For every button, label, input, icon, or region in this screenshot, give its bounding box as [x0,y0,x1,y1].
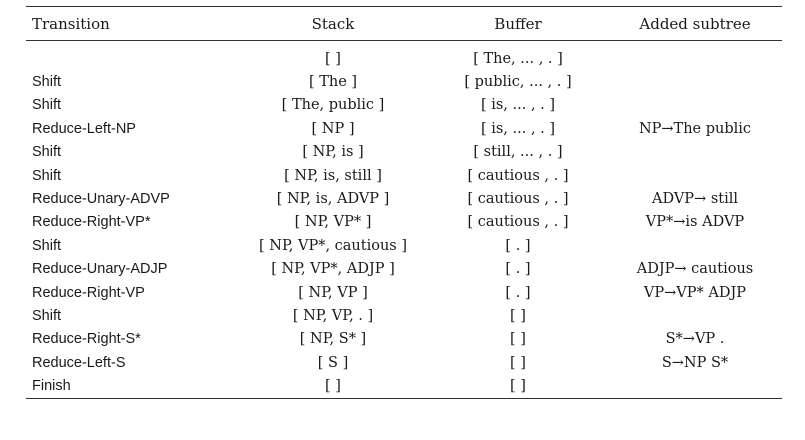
cell-stack: [ NP, is, still ] [284,167,382,184]
cell-buffer: [ still, ... , . ] [473,144,563,161]
cell-buffer: [ The, ... , . ] [473,50,563,67]
table-row: Shift [ The, public ] [ is, ... , . ] [26,94,782,117]
cell-stack: [ NP, is ] [302,144,364,161]
table-row: Reduce-Left-S [ S ] [ ] S→NP S* [26,351,782,374]
cell-added-subtree [608,234,782,257]
cell-transition: Shift [32,307,62,324]
cell-stack: [ NP, is, ADVP ] [276,191,390,208]
cell-stack: [ NP, VP* ] [294,214,372,231]
cell-added-subtree [608,374,782,399]
cell-added-subtree [608,70,782,93]
cell-buffer: [ is, ... , . ] [480,120,556,137]
cell-added-subtree: S→NP S* [661,354,729,371]
cell-stack: [ The ] [308,74,358,91]
cell-added-subtree [608,94,782,117]
header-buffer: Buffer [494,14,542,33]
cell-buffer: [ ] [510,307,526,324]
cell-transition: Reduce-Right-S* [32,331,141,348]
table-row: Shift [ NP, VP*, cautious ] [ . ] [26,234,782,257]
cell-transition: Finish [26,374,238,399]
table-row: Reduce-Unary-ADVP [ NP, is, ADVP ] [ cauti… [26,187,782,210]
header-added-subtree: Added subtree [639,14,751,33]
cell-added-subtree: ADJP→ cautious [636,261,754,278]
cell-transition [26,47,238,70]
cell-transition: Reduce-Unary-ADVP [32,191,170,208]
cell-buffer: [ cautious , . ] [467,191,569,208]
cell-buffer: [ . ] [505,284,531,301]
cell-buffer: [ ] [510,331,526,348]
cell-buffer: [ . ] [505,237,531,254]
cell-transition: Reduce-Left-NP [32,120,136,137]
cell-stack: [ NP, S* ] [299,331,367,348]
table-row: Reduce-Right-VP [ NP, VP ] [ . ] VP→VP* ADJ… [26,281,782,304]
cell-buffer: [ public, ... , . ] [464,74,572,91]
cell-buffer: [ cautious , . ] [467,214,569,231]
cell-transition: Reduce-Right-VP [32,284,145,301]
cell-added-subtree [608,164,782,187]
table-body: [ ] [ The, ... , . ] Shift [ The ] [ public,… [26,41,782,399]
table-row: Shift [ The ] [ public, ... , . ] [26,70,782,93]
cell-added-subtree: ADVP→ still [651,191,738,208]
table-row: Reduce-Unary-ADJP [ NP, VP*, ADJP ] [ . ] A… [26,258,782,281]
cell-added-subtree [608,141,782,164]
cell-stack: [ ] [238,374,428,399]
cell-buffer: [ ] [510,354,526,371]
cell-buffer: [ ] [428,374,608,399]
table-row: Finish[ ][ ] [26,374,782,399]
cell-added-subtree: VP*→is ADVP [645,214,745,231]
table-row: Shift [ NP, VP, . ] [ ] [26,304,782,327]
header-row: Transition Stack Buffer Added subtree [26,6,782,41]
table-row: Shift [ NP, is, still ] [ cautious , . ] [26,164,782,187]
table-row: Reduce-Right-S* [ NP, S* ] [ ] S*→VP . [26,328,782,351]
cell-stack: [ NP, VP*, cautious ] [258,237,408,254]
cell-transition: Shift [32,97,62,114]
table-row: Shift [ NP, is ] [ still, ... , . ] [26,141,782,164]
cell-transition: Reduce-Left-S [32,354,126,371]
cell-transition: Reduce-Unary-ADJP [32,261,168,278]
cell-added-subtree [608,47,782,70]
cell-transition: Reduce-Right-VP* [32,214,151,231]
cell-transition: Shift [32,74,62,91]
cell-stack: [ NP ] [311,120,355,137]
cell-added-subtree [608,304,782,327]
transition-table: Transition Stack Buffer Added subtree [ … [26,6,782,399]
cell-stack: [ ] [325,50,341,67]
cell-buffer: [ cautious , . ] [467,167,569,184]
cell-added-subtree: S*→VP . [665,331,725,348]
header-stack: Stack [311,14,355,33]
cell-stack: [ NP, VP*, ADJP ] [271,261,395,278]
table-row: Reduce-Left-NP [ NP ] [ is, ... , . ] NP→Th… [26,117,782,140]
cell-transition: Shift [32,144,62,161]
cell-stack: [ NP, VP ] [298,284,368,301]
header-transition: Transition [32,14,110,33]
cell-buffer: [ . ] [505,261,531,278]
table-row: [ ] [ The, ... , . ] [26,47,782,70]
cell-transition: Shift [32,237,62,254]
cell-added-subtree: NP→The public [638,120,752,137]
table-row: Reduce-Right-VP* [ NP, VP* ] [ cautious , … [26,211,782,234]
cell-stack: [ S ] [317,354,349,371]
cell-transition: Shift [32,167,62,184]
cell-stack: [ NP, VP, . ] [292,307,374,324]
cell-buffer: [ is, ... , . ] [480,97,556,114]
cell-stack: [ The, public ] [281,97,385,114]
transition-table-container: Transition Stack Buffer Added subtree [ … [26,6,782,399]
cell-added-subtree: VP→VP* ADJP [643,284,747,301]
